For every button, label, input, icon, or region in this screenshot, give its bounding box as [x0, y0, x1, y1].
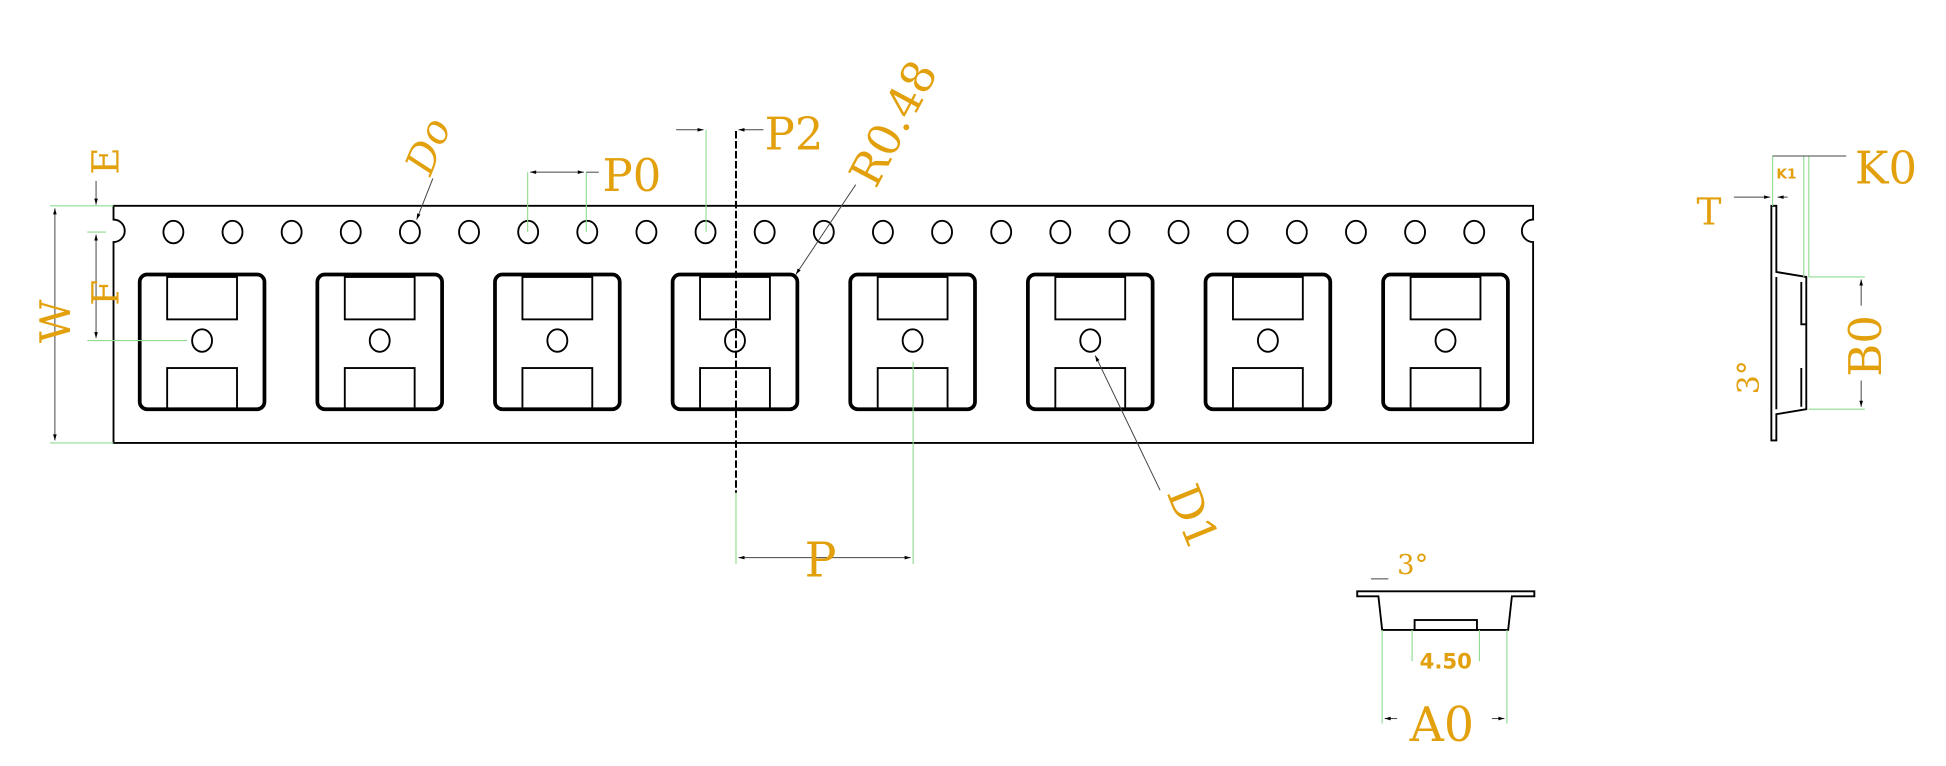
label-a0: A0 [1409, 698, 1474, 753]
pocket-outline [1203, 272, 1333, 412]
label-p: P [805, 533, 837, 588]
sprocket-hole [576, 219, 599, 245]
label-angle-bottom: 3° [1397, 550, 1428, 581]
sprocket-hole [1049, 219, 1072, 245]
pocket-top-cavity [166, 276, 238, 321]
dimension-f: F [84, 231, 188, 342]
pocket-bottom-cavity [1409, 367, 1482, 411]
dimension-d1: D1 [1094, 355, 1229, 557]
tape-outline [112, 204, 1535, 444]
sprocket-hole [1404, 219, 1427, 245]
label-angle-side: 3° [1732, 360, 1767, 394]
label-f: F [84, 280, 128, 306]
pocket-center-hole [191, 328, 213, 353]
dimension-e: E [84, 147, 128, 205]
sprocket-hole [872, 219, 894, 245]
label-radius: R0.48 [839, 52, 949, 195]
label-k0: K0 [1855, 141, 1917, 194]
sprocket-hole [398, 219, 421, 245]
sprocket-hole [931, 219, 953, 245]
label-b0: B0 [1839, 315, 1892, 377]
pocket-outline [493, 272, 622, 412]
pocket-center-hole [1434, 328, 1457, 353]
label-p2: P2 [765, 108, 824, 161]
label-k1: K1 [1776, 166, 1796, 182]
pocket-center-hole [901, 328, 924, 353]
pocket [315, 272, 444, 412]
label-d1: D1 [1156, 477, 1229, 557]
front-view: 4.50 A0 3° [1356, 550, 1536, 753]
sprocket-hole [990, 219, 1013, 245]
label-t: T [1697, 190, 1722, 234]
pocket-outline [315, 272, 444, 412]
pocket-outline [1026, 272, 1155, 412]
label-p0: P0 [603, 149, 662, 202]
pocket-bottom-cavity [1054, 367, 1127, 411]
pocket-top-cavity [876, 276, 949, 321]
sprocket-hole [753, 219, 776, 245]
pocket-bottom-cavity [1232, 367, 1304, 411]
pocket [493, 272, 622, 412]
pocket-top-cavity [1054, 276, 1127, 321]
sprocket-hole [339, 219, 362, 245]
sprocket-hole [221, 219, 244, 245]
pocket [1203, 272, 1333, 412]
sprocket-hole [1345, 219, 1367, 245]
pocket-bottom-cavity [343, 367, 416, 411]
pocket-center-hole [546, 328, 569, 353]
sprocket-hole [458, 219, 480, 245]
pocket-top-cavity [1409, 276, 1482, 321]
sprocket-hole [280, 219, 303, 245]
sprocket-hole [635, 219, 658, 245]
label-inner-width: 4.50 [1420, 649, 1472, 674]
pocket [1026, 272, 1155, 412]
pocket-outline [137, 272, 267, 412]
pocket-center-hole [1079, 328, 1102, 353]
label-w: W [32, 299, 81, 343]
dimension-p: P [735, 361, 914, 588]
dimension-radius: R0.48 [795, 52, 949, 275]
sprocket-hole [1167, 219, 1190, 245]
pocket [1381, 272, 1510, 412]
pocket-top-cavity [1232, 276, 1304, 321]
sprocket-hole [1108, 219, 1131, 245]
pocket-top-cavity [343, 276, 416, 321]
pocket-bottom-cavity [521, 367, 594, 411]
side-view: T K1 K0 B0 3° [1697, 141, 1917, 442]
sprocket-hole [1463, 219, 1486, 245]
dimension-d0: Do [397, 112, 461, 220]
pocket [137, 272, 267, 412]
dimension-p0: P0 [527, 149, 662, 233]
pocket-center-hole [1256, 328, 1279, 353]
pocket-top-cavity [521, 276, 594, 321]
dimension-w: W [32, 205, 114, 444]
pocket-bottom-cavity [166, 367, 238, 411]
pocket-outline [1381, 272, 1510, 412]
dimension-p2: P2 [676, 108, 824, 233]
pockets [137, 272, 1510, 412]
label-d0: Do [397, 112, 461, 182]
label-e: E [84, 147, 128, 174]
sprocket-hole [1226, 219, 1249, 245]
sprocket-hole [162, 219, 185, 245]
pocket-center-hole [368, 328, 391, 353]
sprocket-hole [812, 219, 835, 245]
sprocket-hole [1285, 219, 1308, 245]
